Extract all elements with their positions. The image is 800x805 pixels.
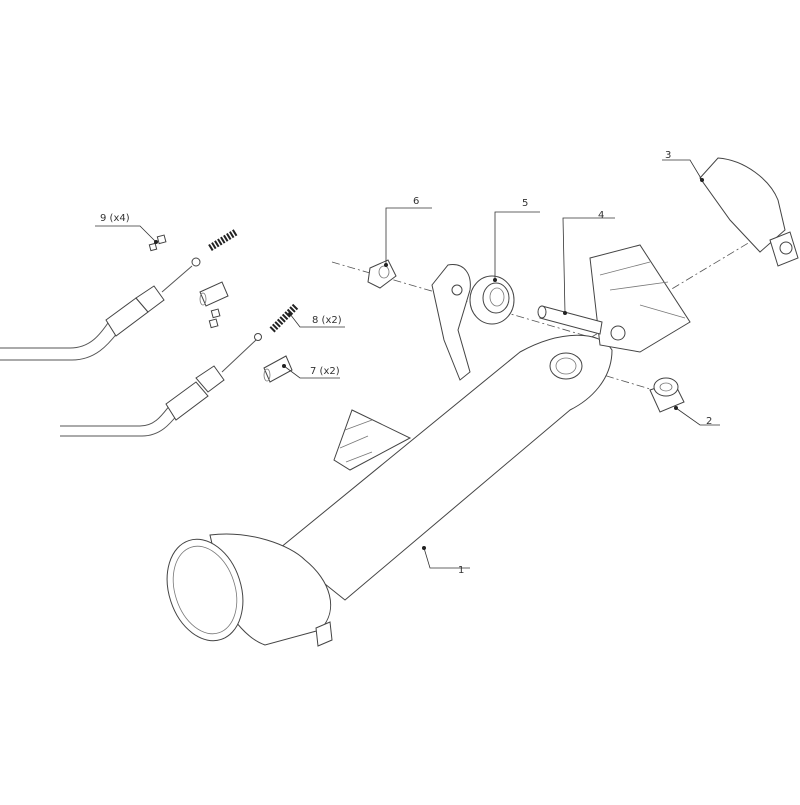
leader-8-dot	[288, 312, 292, 316]
leader-1	[423, 547, 470, 569]
ring-face	[653, 377, 679, 397]
callout-1: 1	[458, 565, 464, 576]
callout-7: 7 (x2)	[310, 366, 340, 377]
pipe-boss-inner	[555, 357, 577, 375]
leader-6-dot	[384, 263, 388, 267]
leader-4	[562, 217, 615, 314]
bottom-tab	[315, 621, 333, 647]
callout-5: 5	[522, 198, 528, 209]
hanger-hole	[451, 284, 463, 296]
lower-cable-wire	[221, 339, 257, 373]
sleeve-bolt-head	[610, 325, 626, 341]
leader-1-dot	[422, 546, 426, 550]
leader-7-dot	[282, 364, 286, 368]
part-6-spacer	[367, 259, 397, 289]
upper-cable-sheath	[0, 319, 111, 349]
sleeve-upper	[199, 281, 229, 307]
leader-9-dot	[154, 240, 158, 244]
leader-3-dot	[700, 178, 704, 182]
leader-5	[494, 211, 540, 280]
upper-cable-wire	[161, 265, 193, 293]
outlet-inner	[172, 545, 238, 635]
callout-6: 6	[413, 196, 419, 207]
clamp-bolt-head	[779, 241, 793, 255]
leader-5-dot	[493, 278, 497, 282]
hanger-bracket	[431, 264, 471, 381]
lower-cable-ferrule	[165, 381, 209, 421]
part-2-ring	[649, 377, 685, 413]
leader-7	[283, 365, 340, 379]
upper-cable-adjuster	[135, 285, 165, 313]
leader-2-dot	[674, 406, 678, 410]
part-9-nipples	[148, 234, 221, 329]
callout-3: 3	[665, 150, 671, 161]
callout-8: 8 (x2)	[312, 315, 342, 326]
nipple-c	[210, 308, 221, 319]
grommet-bore	[489, 287, 505, 307]
callout-9: 9 (x4)	[100, 213, 130, 224]
bolt-shank	[539, 305, 603, 335]
part-8-springs	[208, 229, 299, 333]
spring-lower	[269, 303, 299, 333]
ring-bore	[659, 382, 673, 392]
bolt-tip	[537, 305, 547, 319]
spring-upper	[208, 229, 238, 251]
lower-cable-adjuster	[195, 365, 225, 393]
pipe-boss	[549, 352, 583, 380]
nipple-a	[156, 234, 167, 245]
bracket-slot-1	[344, 419, 373, 431]
callout-4: 4	[598, 210, 604, 221]
spacer-body	[367, 259, 397, 289]
upper-cable-sheath-edge	[0, 331, 119, 361]
leader-2	[675, 407, 720, 426]
pipe-body	[279, 334, 613, 601]
sleeve-line-3	[639, 304, 686, 319]
part-7-sleeves	[199, 281, 293, 383]
spacer-bore	[378, 265, 390, 279]
nipple-d	[208, 318, 219, 329]
upper-cable-end	[191, 257, 201, 267]
lower-cable-end	[254, 333, 262, 341]
leader-9	[95, 225, 157, 243]
sleeve-lower-end	[263, 368, 271, 382]
slotted-bracket	[333, 409, 412, 471]
leader-lines	[95, 159, 720, 569]
sleeve-lower	[263, 355, 293, 383]
sleeve-line-2	[609, 281, 669, 291]
sleeve-upper-end	[199, 292, 207, 306]
callout-2: 2	[706, 416, 712, 427]
clamp-band	[699, 157, 786, 253]
sleeve-line-1	[599, 261, 651, 276]
part-5-grommet	[469, 275, 515, 325]
inlet-sleeve	[589, 244, 691, 353]
bracket-slot-3	[345, 451, 373, 463]
part-3-clamp	[699, 157, 799, 267]
leader-3	[662, 159, 703, 181]
leader-8	[289, 313, 345, 328]
grommet-rim	[482, 282, 510, 314]
leader-6	[385, 207, 432, 265]
nipple-b	[148, 242, 158, 252]
bracket-slot-2	[339, 435, 369, 449]
leader-4-dot	[563, 311, 567, 315]
cable-assemblies	[0, 257, 262, 437]
part-1-silencer-body	[166, 244, 691, 647]
lower-cable-sheath	[60, 404, 171, 427]
outlet-ring	[166, 538, 244, 642]
part-4-bolt	[537, 305, 603, 335]
callout-labels: 1 2 3 4 5 6 7 (x2) 8 (x2) 9 (x4)	[100, 150, 712, 576]
